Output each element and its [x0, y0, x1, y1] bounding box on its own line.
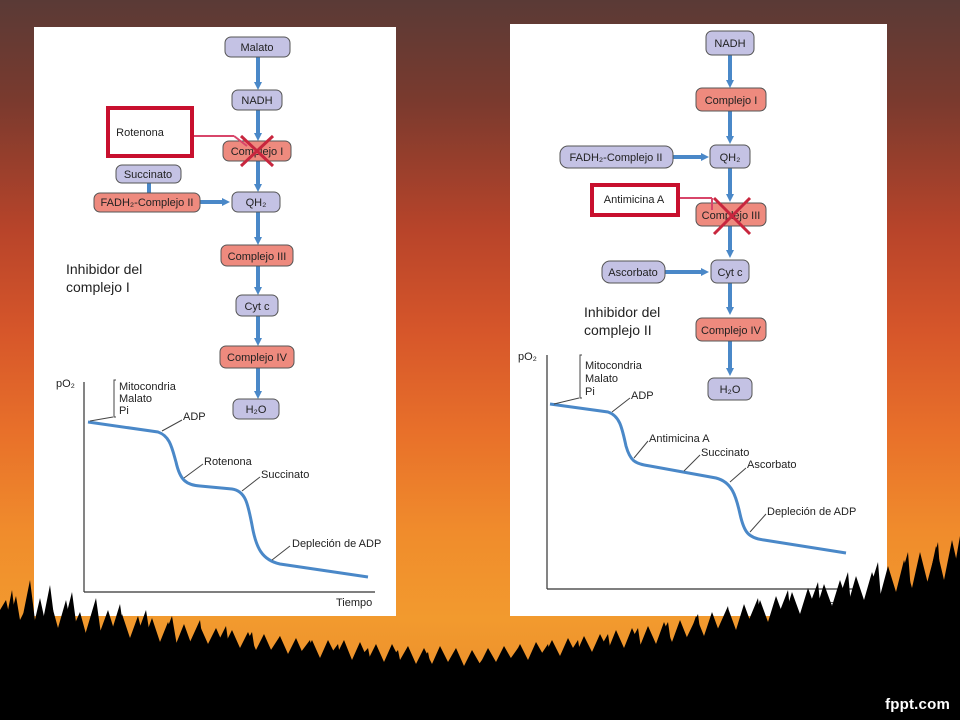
left-figure-panel [34, 27, 396, 616]
right-figure-panel [510, 24, 887, 616]
fppt-logo: fppt.com [885, 696, 950, 713]
